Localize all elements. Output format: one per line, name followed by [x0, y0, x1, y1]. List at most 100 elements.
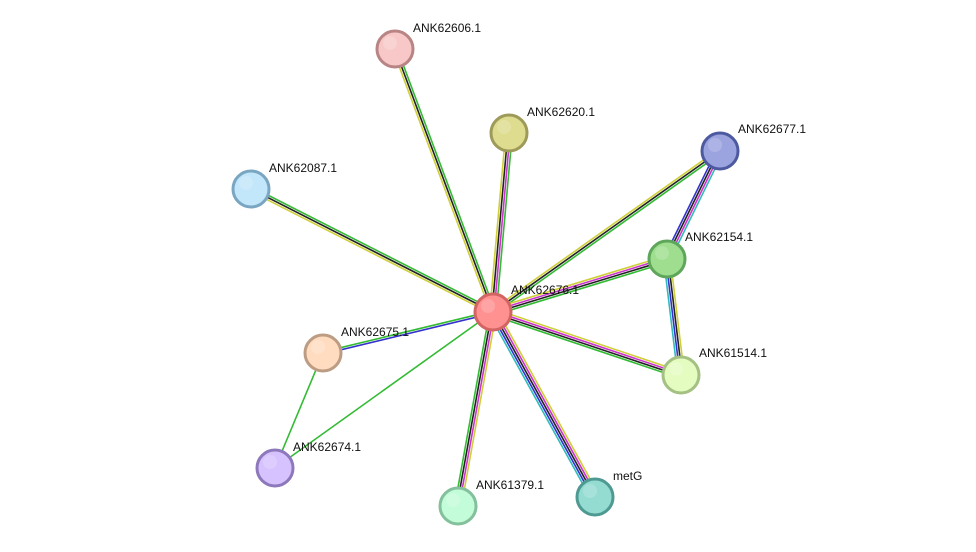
edge-line	[274, 311, 494, 469]
node-circle[interactable]	[661, 355, 701, 395]
edge-line	[495, 133, 514, 313]
node-circle[interactable]	[489, 113, 529, 153]
edge-line	[665, 259, 681, 376]
node-highlight	[708, 138, 722, 152]
node-label: ANK62677.1	[738, 122, 806, 136]
node-circle[interactable]	[575, 477, 615, 517]
node-label: ANK62620.1	[527, 105, 595, 119]
node-label: ANK62087.1	[269, 161, 337, 175]
edge-line	[396, 47, 496, 312]
node-highlight	[655, 246, 669, 260]
node-label: ANK62154.1	[685, 230, 753, 244]
node-circle[interactable]	[375, 29, 415, 69]
edge-line	[394, 48, 494, 313]
node-n62675[interactable]: ANK62675.1	[303, 325, 409, 373]
node-layer: ANK62676.1 ANK62606.1ANK62620.1ANK62677.1…	[231, 21, 806, 526]
node-n61379[interactable]: ANK61379.1	[438, 478, 544, 526]
node-n62087[interactable]: ANK62087.1	[231, 161, 337, 209]
edge-line	[488, 132, 507, 312]
edge-line	[274, 352, 324, 469]
edge-center-n62087	[249, 186, 495, 315]
edge-line	[493, 261, 669, 316]
edge-line	[493, 133, 511, 313]
node-highlight	[583, 484, 597, 498]
edge-center-n61514	[491, 308, 683, 379]
edge-line	[453, 311, 491, 506]
edge-line	[493, 152, 722, 315]
node-metG[interactable]: metG	[575, 469, 642, 517]
node-circle[interactable]	[700, 131, 740, 171]
edge-n62677-n62154	[663, 149, 724, 261]
node-highlight	[669, 362, 683, 376]
node-circle[interactable]	[438, 486, 478, 526]
edge-line	[493, 310, 682, 375]
edge-line	[491, 132, 509, 312]
edge-line	[392, 49, 492, 314]
node-label: ANK62606.1	[413, 21, 481, 35]
node-circle[interactable]	[255, 448, 295, 488]
node-highlight	[481, 299, 495, 313]
node-label: ANK62675.1	[341, 325, 409, 339]
node-label: metG	[613, 469, 642, 483]
edge-line	[492, 312, 681, 377]
node-highlight	[263, 455, 277, 469]
edge-line	[323, 312, 494, 355]
edge-line	[669, 258, 686, 375]
node-circle[interactable]	[473, 292, 513, 332]
edge-line	[492, 257, 667, 312]
node-label: ANK61514.1	[699, 346, 767, 360]
edge-center-n62620	[488, 132, 514, 313]
edge-line	[249, 190, 493, 315]
edge-line	[491, 255, 667, 310]
edge-line	[491, 148, 720, 311]
node-label: ANK62676.1	[511, 283, 579, 297]
edge-n62154-n61514	[662, 258, 686, 376]
node-n62677[interactable]: ANK62677.1	[700, 122, 806, 171]
node-highlight	[239, 176, 253, 190]
edge-center-n62674	[274, 311, 494, 469]
edge-center-n62154	[491, 255, 669, 316]
edge-center-metG	[488, 309, 600, 500]
node-n61514[interactable]: ANK61514.1	[661, 346, 767, 395]
edge-center-n61379	[453, 311, 498, 507]
edge-line	[492, 150, 721, 313]
edge-line	[493, 308, 683, 373]
edge-line	[663, 149, 718, 258]
edge-line	[456, 311, 493, 506]
node-highlight	[446, 493, 460, 507]
node-center[interactable]: ANK62676.1	[473, 283, 579, 332]
edge-line	[490, 312, 594, 499]
node-n62154[interactable]: ANK62154.1	[647, 230, 753, 279]
edge-center-n62675	[322, 310, 494, 355]
edge-line	[460, 312, 498, 507]
node-n62620[interactable]: ANK62620.1	[489, 105, 595, 153]
edge-line	[491, 314, 681, 379]
edge-line	[494, 310, 598, 497]
node-n62606[interactable]: ANK62606.1	[375, 21, 481, 69]
edge-line	[667, 151, 722, 260]
edge-line	[488, 313, 592, 500]
edge-line	[493, 259, 668, 314]
edge-line	[665, 150, 720, 259]
edge-line	[250, 188, 494, 313]
node-n62674[interactable]: ANK62674.1	[255, 440, 361, 488]
edge-line	[251, 186, 495, 311]
edge-line	[669, 152, 724, 261]
edge-n62675-n62674	[274, 352, 324, 469]
node-label: ANK62674.1	[293, 440, 361, 454]
node-highlight	[311, 340, 325, 354]
node-circle[interactable]	[231, 169, 271, 209]
node-highlight	[383, 36, 397, 50]
node-label: ANK61379.1	[476, 478, 544, 492]
edge-layer	[249, 47, 724, 507]
edge-line	[458, 312, 495, 507]
edge-center-n62606	[392, 47, 496, 314]
edge-line	[496, 309, 600, 496]
node-circle[interactable]	[647, 239, 687, 279]
edge-line	[492, 311, 596, 498]
node-circle[interactable]	[303, 333, 343, 373]
edge-line	[667, 258, 683, 375]
edge-line	[662, 259, 679, 376]
node-highlight	[497, 120, 511, 134]
